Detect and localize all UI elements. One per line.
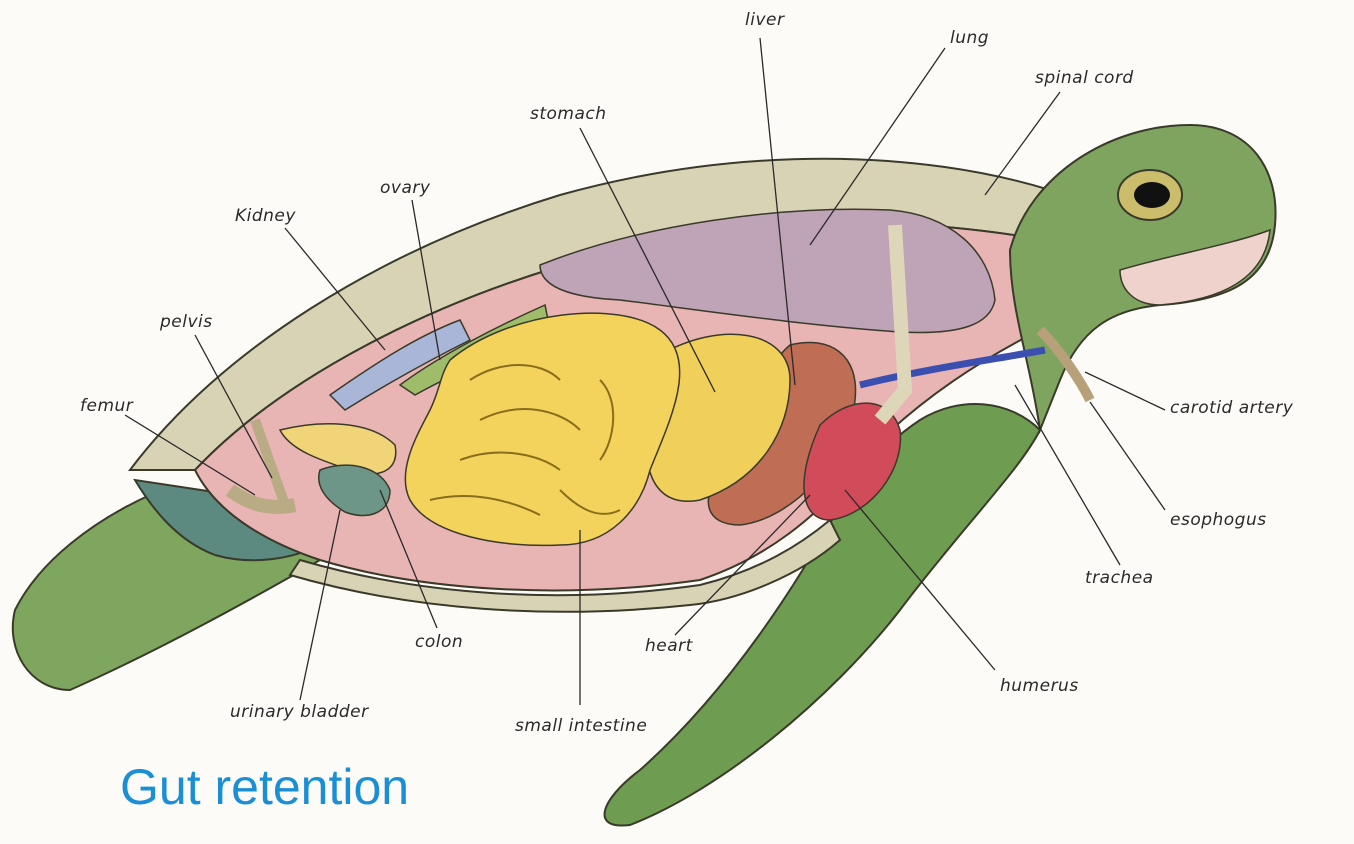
label-humerus: humerus [1000, 676, 1079, 696]
label-small-intestine: small intestine [515, 716, 647, 736]
label-colon: colon [415, 632, 463, 652]
label-heart: heart [645, 636, 693, 656]
caption-title: Gut retention [120, 758, 409, 816]
label-spinal-cord: spinal cord [1035, 68, 1134, 88]
label-stomach: stomach [530, 104, 607, 124]
label-pelvis: pelvis [160, 312, 213, 332]
label-lung: lung [950, 28, 989, 48]
label-liver: liver [745, 10, 784, 30]
label-ovary: ovary [380, 178, 430, 198]
pupil [1134, 182, 1170, 208]
label-urinary-bladder: urinary bladder [230, 702, 369, 722]
label-femur: femur [80, 396, 133, 416]
label-trachea: trachea [1085, 568, 1154, 588]
label-esophagus: esophogus [1170, 510, 1267, 530]
label-carotid-artery: carotid artery [1170, 398, 1293, 418]
label-kidney: Kidney [235, 206, 296, 226]
